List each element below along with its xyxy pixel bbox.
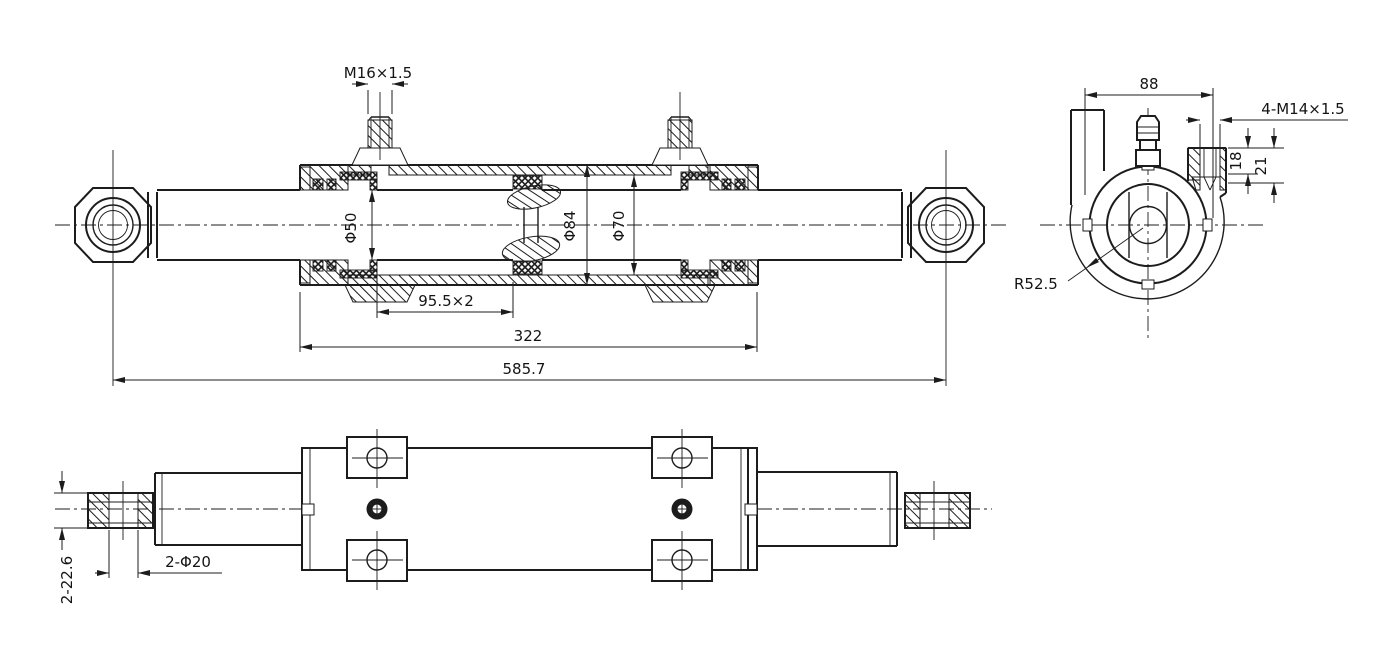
dim-label-eye-holes: 2-Φ20 xyxy=(165,553,211,571)
main-section-view: M16×1.5 Φ50 Φ84 Φ70 95.5×2 322 585.7 xyxy=(55,64,1010,386)
end-view-dimensions: 88 4-M14×1.5 18 21 R52.5 xyxy=(1014,75,1348,293)
bottom-right-end xyxy=(757,471,971,547)
notch-bottom xyxy=(1141,279,1155,290)
top-fitting xyxy=(1135,115,1161,167)
oil-port-left xyxy=(351,92,409,166)
end-view: 88 4-M14×1.5 18 21 R52.5 xyxy=(1014,75,1348,338)
housing-profile xyxy=(1069,109,1225,300)
threaded-port-boss xyxy=(1187,147,1227,198)
right-eye-octagon xyxy=(907,187,985,263)
dim-label-eye-width: 2-22.6 xyxy=(58,556,76,604)
bottom-boss-right xyxy=(644,284,716,303)
dim-label-port-thread: M16×1.5 xyxy=(344,64,412,82)
dim-label-outer-diameter: Φ84 xyxy=(561,211,579,242)
mounting-lugs xyxy=(346,429,713,590)
oil-port-right xyxy=(651,92,709,166)
right-gland-seals xyxy=(680,164,759,286)
bottom-view-dimensions: 2-Φ20 2-22.6 xyxy=(54,471,222,604)
notch-left xyxy=(1082,218,1093,232)
piston-rod xyxy=(157,189,902,261)
main-view-dimensions: M16×1.5 Φ50 Φ84 Φ70 95.5×2 322 585.7 xyxy=(113,64,946,383)
bottom-ports xyxy=(366,498,693,520)
bottom-view: 2-Φ20 2-22.6 xyxy=(54,429,992,604)
left-gland-seals xyxy=(299,164,378,286)
dim-label-stroke: 95.5×2 xyxy=(418,292,474,310)
dim-label-width-88: 88 xyxy=(1139,75,1158,93)
dim-label-port-threads: 4-M14×1.5 xyxy=(1261,100,1344,118)
bottom-boss-left xyxy=(344,284,416,303)
left-rod-eye xyxy=(74,150,158,386)
piston xyxy=(501,175,562,275)
dim-label-radius: R52.5 xyxy=(1014,275,1058,293)
right-rod-eye xyxy=(901,150,985,386)
left-eye-octagon xyxy=(74,187,152,263)
dim-label-overall-length: 585.7 xyxy=(503,360,546,378)
bottom-left-rod xyxy=(154,472,302,546)
dim-label-thread-depth: 18 xyxy=(1227,151,1245,170)
dim-label-bore-diameter: Φ70 xyxy=(610,211,628,242)
bottom-left-eye xyxy=(87,481,154,540)
dim-label-body-length: 322 xyxy=(514,327,543,345)
dim-label-rod-diameter: Φ50 xyxy=(342,213,360,244)
dim-label-hole-depth: 21 xyxy=(1252,156,1270,175)
notch-right xyxy=(1202,218,1213,232)
